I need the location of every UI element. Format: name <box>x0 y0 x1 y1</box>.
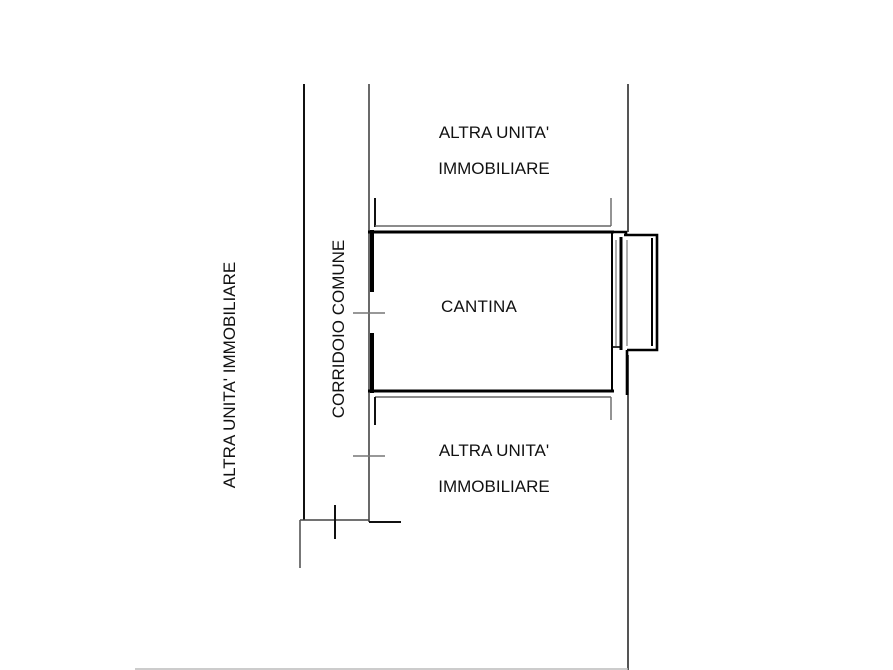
room-label-line: IMMOBILIARE <box>438 159 550 178</box>
room-label-line: ALTRA UNITA' <box>438 123 550 142</box>
corridor-label: CORRIDOIO COMUNE <box>329 239 348 419</box>
room-label-line: IMMOBILIARE <box>438 477 550 496</box>
cantina-walls <box>368 230 614 393</box>
room-label-altra-unita-top: ALTRA UNITA' IMMOBILIARE <box>406 115 582 187</box>
room-label-altra-unita-bottom: ALTRA UNITA' IMMOBILIARE <box>406 433 582 505</box>
left-unit-label: ALTRA UNITA' IMMOBILIARE <box>220 261 239 489</box>
thin-lines <box>135 84 629 670</box>
right-niche <box>612 230 659 395</box>
room-label-cantina: CANTINA <box>441 297 518 316</box>
room-label-line: ALTRA UNITA' <box>438 441 550 460</box>
